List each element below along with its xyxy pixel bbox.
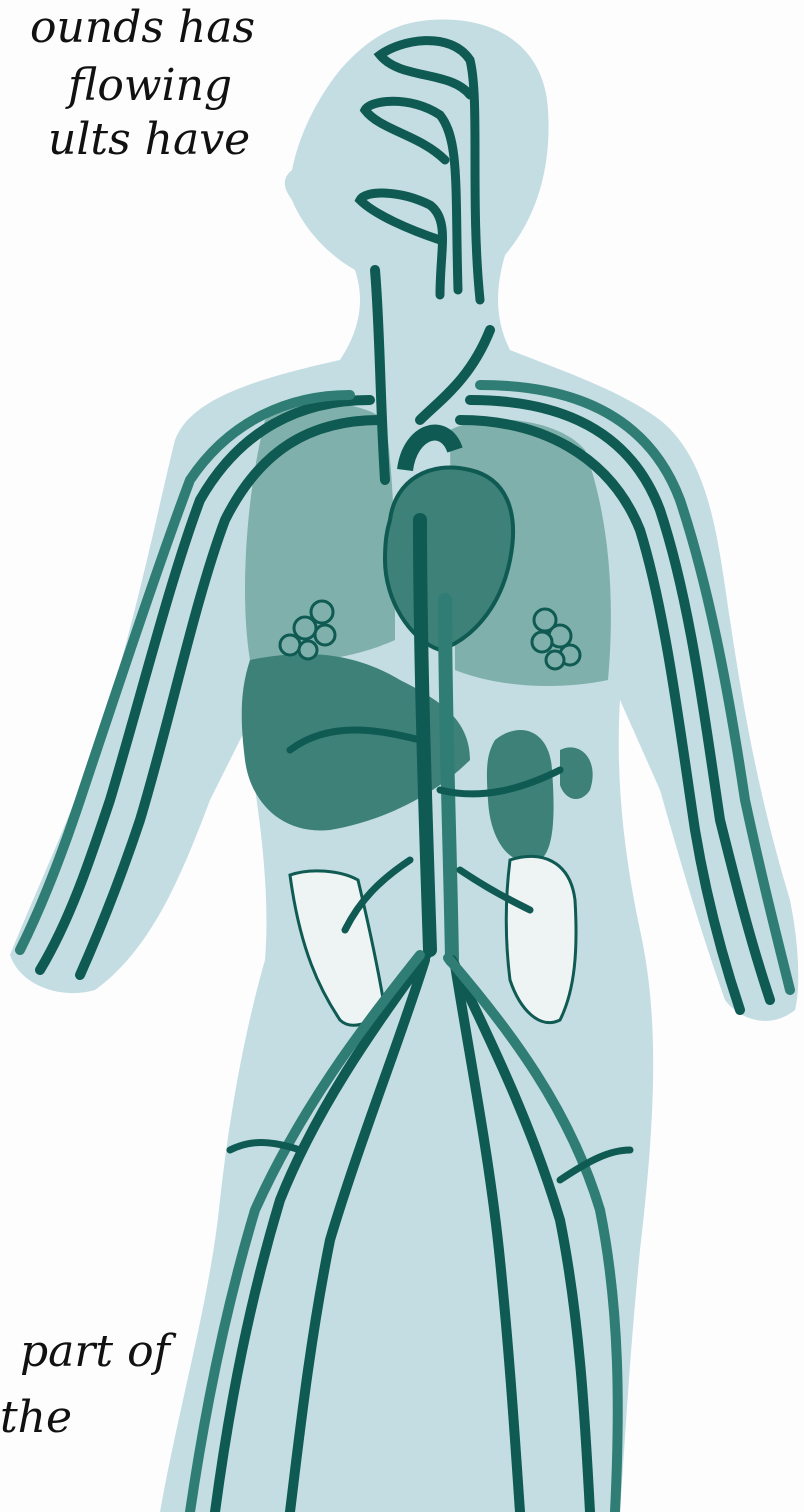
- vena-cava: [445, 600, 452, 960]
- large-intestine-right: [506, 856, 576, 1022]
